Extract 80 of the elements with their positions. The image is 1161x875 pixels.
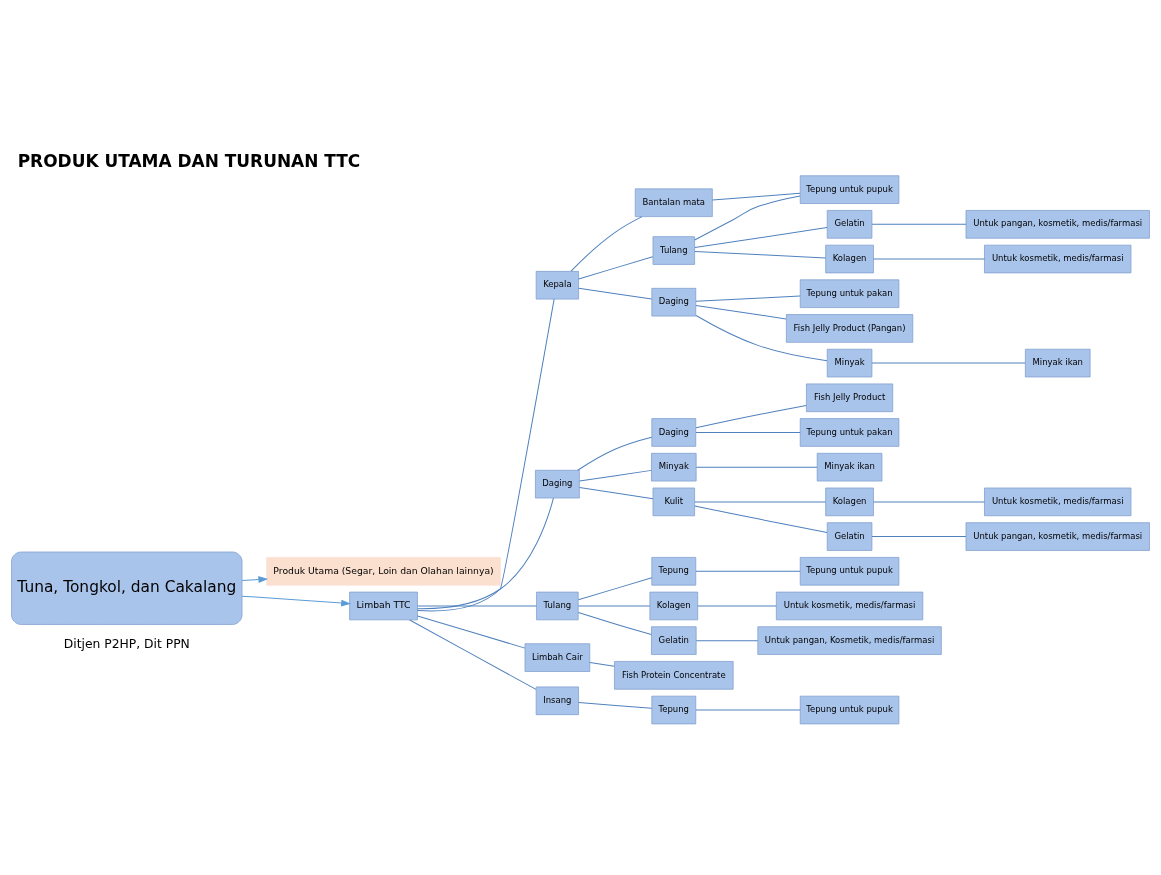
- connector: [711, 192, 801, 201]
- connector: [694, 505, 828, 533]
- connector: [578, 256, 654, 280]
- node-box: Limbah TTC: [349, 591, 418, 621]
- node-box: Gelatin: [826, 522, 873, 551]
- connector: [695, 709, 801, 711]
- node-box: Daging: [651, 418, 697, 447]
- connector: [416, 497, 554, 610]
- connector: [871, 362, 1026, 364]
- node-box: Fish Jelly Product (Pangan): [785, 314, 914, 343]
- connector: [579, 486, 654, 500]
- node-box: Untuk pangan, kosmetik, medis/farmasi: [965, 522, 1150, 551]
- node-box: Tepung untuk pupuk: [799, 175, 900, 204]
- node-box: Limbah Cair: [524, 643, 591, 672]
- connector: [577, 611, 652, 635]
- node-box: Gelatin: [826, 210, 873, 239]
- node-box: Fish Jelly Product: [806, 383, 894, 413]
- connector: [694, 251, 827, 259]
- node-box: Daging: [651, 287, 697, 317]
- node-box: Tulang: [652, 236, 695, 265]
- connector: [577, 436, 653, 471]
- connector: [695, 295, 801, 302]
- node-box: Gelatin: [651, 626, 697, 655]
- node-box: Kolagen: [825, 244, 874, 274]
- connector: [417, 298, 555, 612]
- connector: [694, 227, 828, 248]
- connector: [417, 615, 526, 649]
- node-box: Untuk pangan, Kosmetik, medis/farmasi: [757, 626, 942, 655]
- connector: [695, 315, 828, 362]
- node-box: Minyak ikan: [816, 452, 883, 482]
- node-box: Produk Utama (Segar, Loin dan Olahan lainnya): [266, 557, 501, 586]
- node-box: Untuk pangan, kosmetik, medis/farmasi: [965, 210, 1150, 239]
- connector: [578, 287, 653, 300]
- connector: [695, 640, 759, 642]
- node-box: Tulang: [536, 591, 579, 621]
- diagram-title: PRODUK UTAMA DAN TURUNAN TTC: [17, 150, 361, 171]
- node-box: Kolagen: [649, 591, 699, 621]
- connector: [579, 469, 652, 482]
- node-box: Bantalan mata: [634, 188, 713, 217]
- connector: [695, 432, 801, 433]
- connector: [695, 405, 807, 429]
- label: Ditjen P2HP, Dit PPN: [63, 637, 190, 652]
- node-box: Insang: [535, 686, 579, 716]
- node-box: Tepung untuk pakan: [799, 279, 900, 308]
- node-box: Daging: [535, 469, 580, 499]
- node-box: Untuk kosmetik, medis/farmasi: [984, 244, 1132, 274]
- node-box: Untuk kosmetik, medis/farmasi: [984, 487, 1132, 517]
- node-box: Minyak ikan: [1024, 348, 1091, 378]
- node-box: Tepung untuk pakan: [799, 418, 900, 447]
- connector: [697, 605, 777, 607]
- connector: [409, 619, 537, 690]
- node-box: Tepung: [651, 557, 697, 586]
- node-box: Kepala: [535, 270, 579, 300]
- connector: [570, 216, 643, 272]
- connector: [695, 466, 818, 468]
- node-box: Tepung untuk pupuk: [799, 695, 900, 725]
- node-box: Minyak: [651, 452, 697, 482]
- connector: [417, 605, 537, 607]
- connector: [589, 662, 615, 667]
- connector: [577, 577, 653, 601]
- connector: [871, 536, 967, 538]
- node-box: Fish Protein Concentrate: [614, 661, 734, 690]
- connector: [694, 195, 801, 241]
- connector: [578, 701, 653, 709]
- node-box: Kolagen: [825, 487, 874, 517]
- node-box: Tuna, Tongkol, dan Cakalang: [11, 551, 243, 625]
- connector: [577, 605, 651, 607]
- arrow: [241, 576, 268, 583]
- arrow: [241, 595, 350, 607]
- node-box: Kulit: [652, 487, 695, 517]
- connector: [695, 570, 801, 572]
- node-box: Untuk kosmetik, medis/farmasi: [775, 591, 924, 621]
- node-box: Tepung: [651, 695, 697, 725]
- node-box: Minyak: [826, 348, 873, 378]
- connector: [873, 258, 985, 260]
- connector: [873, 501, 985, 503]
- connector: [694, 501, 827, 503]
- connector: [871, 223, 967, 225]
- connector: [695, 304, 787, 320]
- node-box: Tepung untuk pupuk: [799, 557, 900, 586]
